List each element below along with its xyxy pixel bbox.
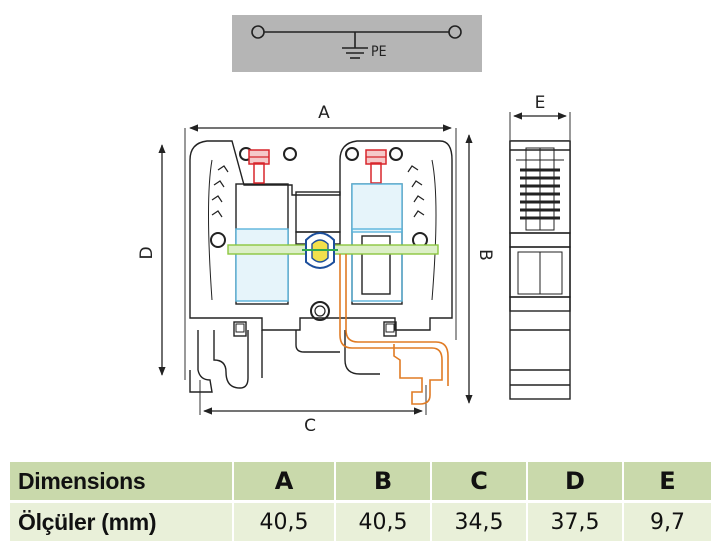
- dimension-b-label: B: [475, 249, 495, 261]
- dimension-a-label: A: [318, 103, 330, 123]
- dimension-a: A: [184, 103, 457, 380]
- terminal-side-view: [509, 140, 571, 400]
- centre-clip: [302, 232, 338, 269]
- clamp-rails: [235, 183, 403, 302]
- din-clip-outline: [339, 254, 449, 405]
- value-a: 40,5: [232, 500, 334, 541]
- dimension-c-label: C: [304, 416, 316, 436]
- value-b: 40,5: [334, 500, 430, 541]
- dimension-d: D: [137, 144, 166, 376]
- dimension-e-label: E: [535, 93, 546, 113]
- column-e-header: E: [622, 462, 711, 500]
- dimension-c: C: [199, 380, 427, 436]
- pe-label: PE: [371, 44, 387, 60]
- pe-schematic-symbol: PE: [232, 15, 482, 72]
- value-d: 37,5: [526, 500, 622, 541]
- dimensions-table: Dimensions A B C D E Ölçüler (mm) 40,5 4…: [10, 462, 711, 541]
- column-a-header: A: [232, 462, 334, 500]
- dimension-e: E: [509, 93, 571, 140]
- column-d-header: D: [526, 462, 622, 500]
- dimensions-label: Dimensions: [10, 462, 232, 500]
- right-terminal-circle: [448, 25, 462, 39]
- dimension-d-label: D: [137, 246, 157, 259]
- column-c-header: C: [430, 462, 526, 500]
- measurements-label: Ölçüler (mm): [10, 500, 232, 541]
- table-values-row: Ölçüler (mm) 40,5 40,5 34,5 37,5 9,7: [10, 500, 711, 541]
- screw-left: [248, 149, 270, 184]
- terminal-block-drawing: A D B C E: [137, 93, 571, 436]
- table-header-row: Dimensions A B C D E: [10, 462, 711, 500]
- screw-right: [365, 149, 387, 184]
- column-b-header: B: [334, 462, 430, 500]
- left-terminal-circle: [251, 25, 265, 39]
- schematic-svg: PE: [251, 25, 462, 60]
- dimension-b: B: [465, 134, 495, 404]
- value-c: 34,5: [430, 500, 526, 541]
- value-e: 9,7: [622, 500, 711, 541]
